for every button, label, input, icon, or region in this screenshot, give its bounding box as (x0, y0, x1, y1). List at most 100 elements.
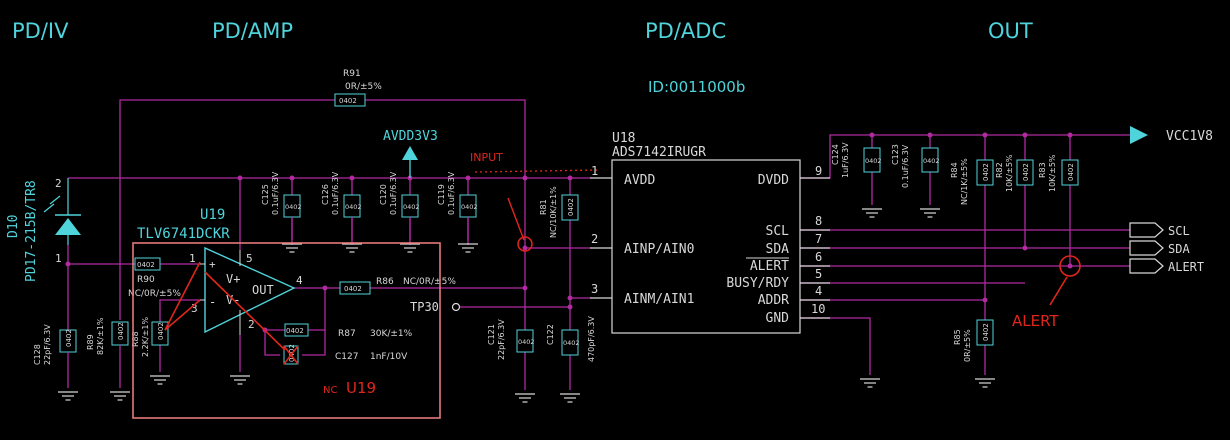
r90-value: NC/0R/±5% (128, 289, 181, 299)
u19-pin-5: 5 (246, 252, 253, 265)
u19-pin-2: 2 (248, 318, 255, 331)
c123-pkg: 0402 (923, 157, 940, 165)
u18-pin-dvdd: DVDD (758, 173, 789, 188)
r87-body (284, 323, 309, 337)
u18-pin-num-1: 1 (591, 164, 598, 178)
c121-value: 22pF/6.3V (497, 319, 506, 360)
alert-arrow-icon (1049, 276, 1068, 306)
section-title-pd-iv: PD/IV (12, 19, 69, 43)
c119-pkg: 0402 (461, 203, 478, 211)
r90-pkg: 0402 (137, 261, 155, 269)
c121-pkg: 0402 (518, 338, 535, 346)
c122-ref: C122 (546, 324, 555, 345)
u19-pin-3: 3 (191, 302, 198, 315)
r81-value: NC/10K/±1% (549, 186, 558, 238)
c120-ref: C120 (379, 184, 388, 205)
r85-ref: R85 (953, 329, 962, 345)
u19-out: OUT (252, 283, 274, 297)
u18-pin-num-10: 10 (811, 302, 825, 316)
section-title-pd-amp: PD/AMP (212, 19, 293, 43)
r81-ref: R81 (539, 199, 548, 215)
alert-annotation: ALERT (1012, 312, 1059, 330)
u19-pin-1: 1 (189, 252, 196, 265)
r86-ref: R86 (376, 277, 394, 287)
u18-left-pin-lines (590, 177, 612, 299)
r91-ref: R91 (343, 69, 361, 79)
r86-pkg: 0402 (344, 285, 362, 293)
u18-right-pin-lines (800, 177, 830, 319)
u19-pin-4: 4 (296, 274, 303, 287)
alert-marker-circle (1059, 255, 1081, 277)
u18-pin-avdd: AVDD (624, 173, 655, 188)
r88-pkg: 0402 (157, 322, 165, 340)
r85-pkg: 0402 (982, 323, 990, 341)
offpage-connectors (1129, 222, 1164, 274)
c127-value: 1nF/10V (370, 352, 408, 362)
nc-u19-box (132, 242, 441, 419)
r81-pkg: 0402 (567, 198, 575, 216)
u18-pin-sda: SDA (766, 242, 790, 257)
u19-red-crosses (164, 261, 299, 365)
u19-part: TLV6741DCKR (137, 226, 230, 242)
sda-net-label: SDA (1168, 242, 1190, 256)
u19-opamp (200, 246, 296, 335)
c124-value: 1uF/6.3V (841, 142, 850, 178)
u18-pin-num-7: 7 (815, 232, 822, 246)
c128-value: 22pF/6.3V (43, 324, 52, 365)
tp30-label: TP30 (410, 300, 439, 314)
r86-value: NC/0R/±5% (403, 277, 456, 287)
r89-ref: R89 (86, 334, 95, 350)
r91-body (334, 93, 366, 107)
r91-value: 0R/±5% (345, 82, 382, 92)
c119-value: 0.1uF/6.3V (447, 171, 456, 215)
u18-pin-num-5: 5 (815, 267, 822, 281)
c124-ref: C124 (831, 144, 840, 165)
c120-pkg: 0402 (403, 203, 420, 211)
c126-value: 0.1uF/6.3V (331, 171, 340, 215)
r84-ref: R84 (950, 162, 959, 178)
vcc-arrow-icon (1130, 126, 1148, 144)
d10-pin-1: 1 (55, 252, 62, 265)
u18-pin-alert: ALERT (750, 259, 789, 274)
r90-ref: R90 (137, 275, 155, 285)
r89-pkg: 0402 (117, 322, 125, 340)
c123-ref: C123 (891, 144, 900, 165)
d10-ref: D10 (6, 215, 21, 238)
u18-pin-addr: ADDR (758, 293, 789, 308)
r82-pkg: 0402 (1022, 163, 1030, 181)
input-annotation: INPUT (470, 151, 503, 164)
vcc-net-label: VCC1V8 (1166, 129, 1213, 144)
u19-plus: + (209, 258, 216, 271)
nc-u19-label: U19 (346, 379, 376, 397)
section-title-out: OUT (988, 19, 1033, 43)
nc-label: NC (323, 385, 337, 396)
u18-pin-busy-rdy: BUSY/RDY (726, 276, 789, 291)
r90-body (134, 257, 161, 271)
r85-value: 0R/±5% (963, 329, 972, 362)
r83-pkg: 0402 (1067, 163, 1075, 181)
u18-ref: U18 (612, 131, 635, 146)
u18-pin-scl: SCL (766, 224, 790, 239)
u18-pin-gnd: GND (766, 311, 790, 326)
u18-pin-num-6: 6 (815, 250, 822, 264)
c125-pkg: 0402 (285, 203, 302, 211)
c126-pkg: 0402 (345, 203, 362, 211)
u18-body (611, 159, 801, 334)
u18-pin-num-4: 4 (815, 284, 822, 298)
r87-pkg: 0402 (286, 327, 304, 335)
c126-ref: C126 (321, 184, 330, 205)
r89-value: 82K/±1% (96, 317, 105, 355)
r84-value: NC/1K/±5% (960, 158, 969, 205)
d10-photodiode (43, 178, 81, 245)
input-marker-circle (517, 236, 533, 252)
r86-body (339, 281, 371, 295)
r82-value: 10K/±5% (1005, 154, 1014, 192)
avdd-arrow-icon (402, 146, 418, 160)
c121-ref: C121 (487, 324, 496, 345)
c127-ref: C127 (335, 352, 358, 362)
u19-ref: U19 (200, 207, 225, 223)
r88-ref: R88 (131, 331, 140, 347)
c122-value: 470pF/6.3V (587, 316, 596, 362)
u19-vplus: V+ (226, 272, 240, 286)
